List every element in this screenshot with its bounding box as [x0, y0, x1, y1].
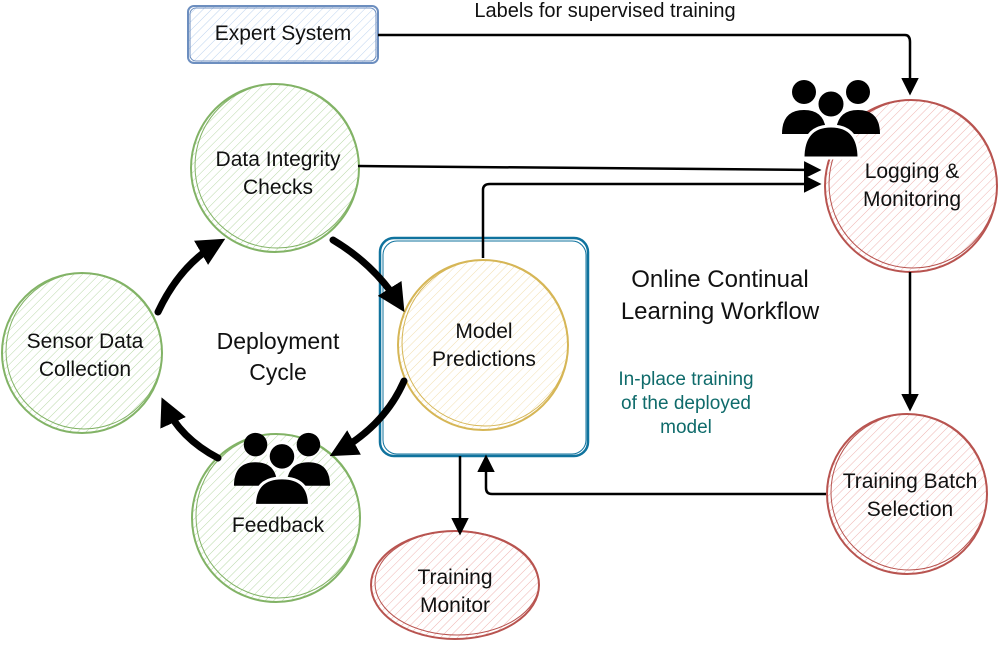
sensor-data-label: Sensor Data Collection [26, 330, 144, 381]
logging-monitoring-label: Logging & Monitoring [862, 160, 962, 211]
deployment-cycle-label: Deployment Cycle [216, 328, 340, 385]
workflow-title: Online Continual Learning Workflow [620, 266, 820, 325]
arrow-expert-to-logging [378, 33, 919, 96]
connector-arrows [357, 33, 919, 536]
arrow-model-to-logging [481, 175, 822, 258]
arrow-batch-to-model [477, 454, 826, 496]
model-predictions-circle [397, 259, 569, 431]
expert-system-label: Expert System [214, 22, 352, 45]
arrow-integrity-to-model [329, 236, 405, 313]
training-monitor-label: Training Monitor [417, 566, 493, 617]
data-integrity-circle [190, 83, 360, 253]
cycle-arrows [154, 236, 408, 462]
arrow-sensor-to-integrity [154, 238, 226, 316]
training-batch-circle [826, 413, 988, 575]
model-predictions-label: Model Predictions [432, 320, 536, 371]
sensor-data-circle [1, 272, 163, 434]
arrow-feedback-to-sensor [160, 397, 222, 462]
arrow-integrity-to-logging [357, 161, 822, 179]
arrow-model-to-feedback [329, 377, 408, 457]
feedback-label: Feedback [231, 514, 325, 537]
data-integrity-label: Data Integrity Checks [215, 148, 341, 199]
inplace-training-note: In-place training of the deployed model [618, 369, 754, 438]
people-group-icon [233, 432, 330, 507]
supervised-labels-text: Labels for supervised training [474, 0, 736, 22]
people-group-icon [782, 80, 880, 160]
training-batch-label: Training Batch Selection [842, 470, 978, 521]
